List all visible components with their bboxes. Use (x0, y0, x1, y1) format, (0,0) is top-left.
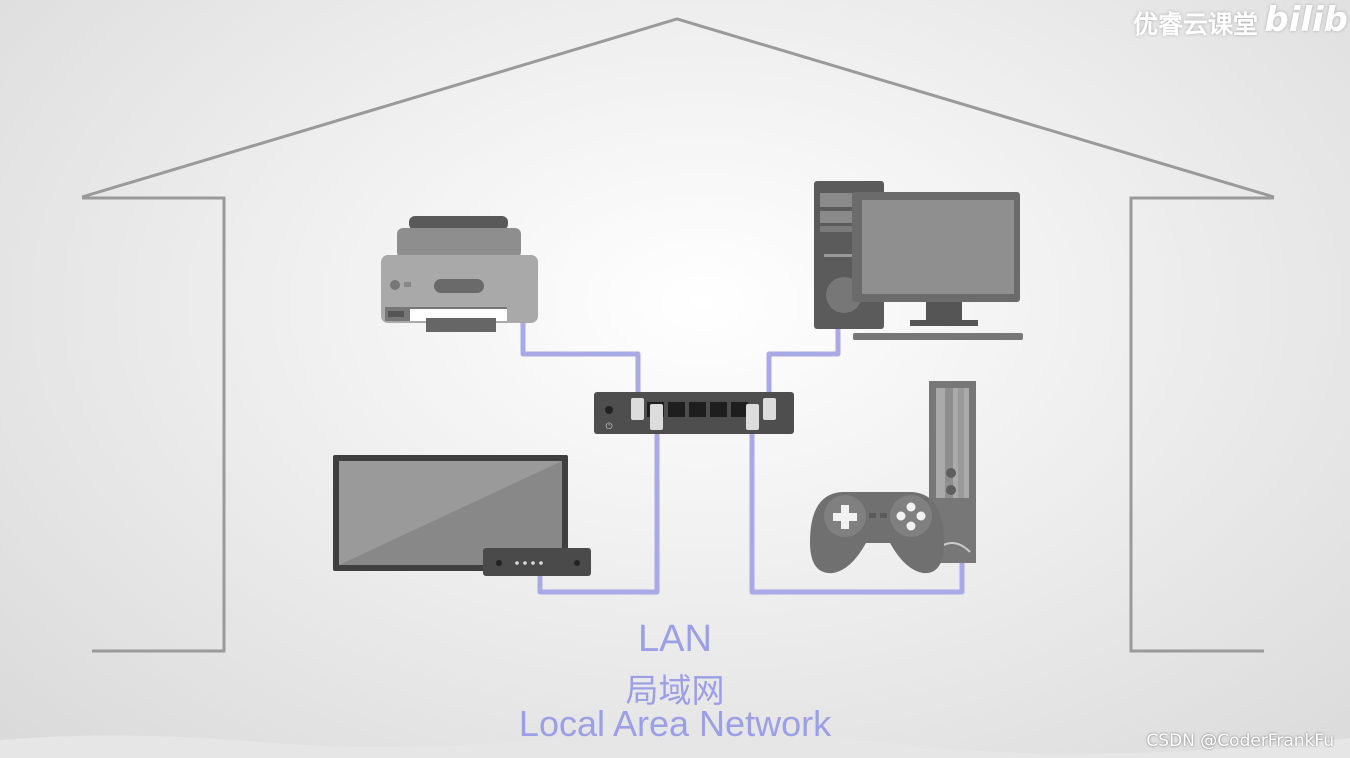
television-icon (333, 455, 568, 571)
house-outline (81, 17, 1275, 653)
watermark-text: 优睿云课堂 (1132, 10, 1258, 39)
gamepad-icon (810, 492, 944, 574)
printer-icon (381, 216, 538, 332)
lan-title: LAN (638, 618, 712, 660)
network-switch-icon: ⏻ (594, 392, 794, 434)
cable-printer (520, 322, 641, 401)
lan-full-name: Local Area Network (518, 703, 832, 744)
cable-computer (766, 328, 841, 401)
cable-console (749, 428, 965, 595)
cables (520, 322, 965, 595)
credit-text: CSDN @CoderFrankFu (1146, 731, 1334, 751)
svg-text:⏻: ⏻ (605, 421, 612, 432)
set-top-box-icon (483, 548, 591, 576)
ground-haze (0, 731, 1350, 758)
desktop-computer-icon (814, 181, 1023, 340)
cable-tv (537, 428, 660, 595)
lan-title-chinese: 局域网 (625, 671, 725, 710)
bilibili-logo: bilib (1264, 0, 1348, 40)
